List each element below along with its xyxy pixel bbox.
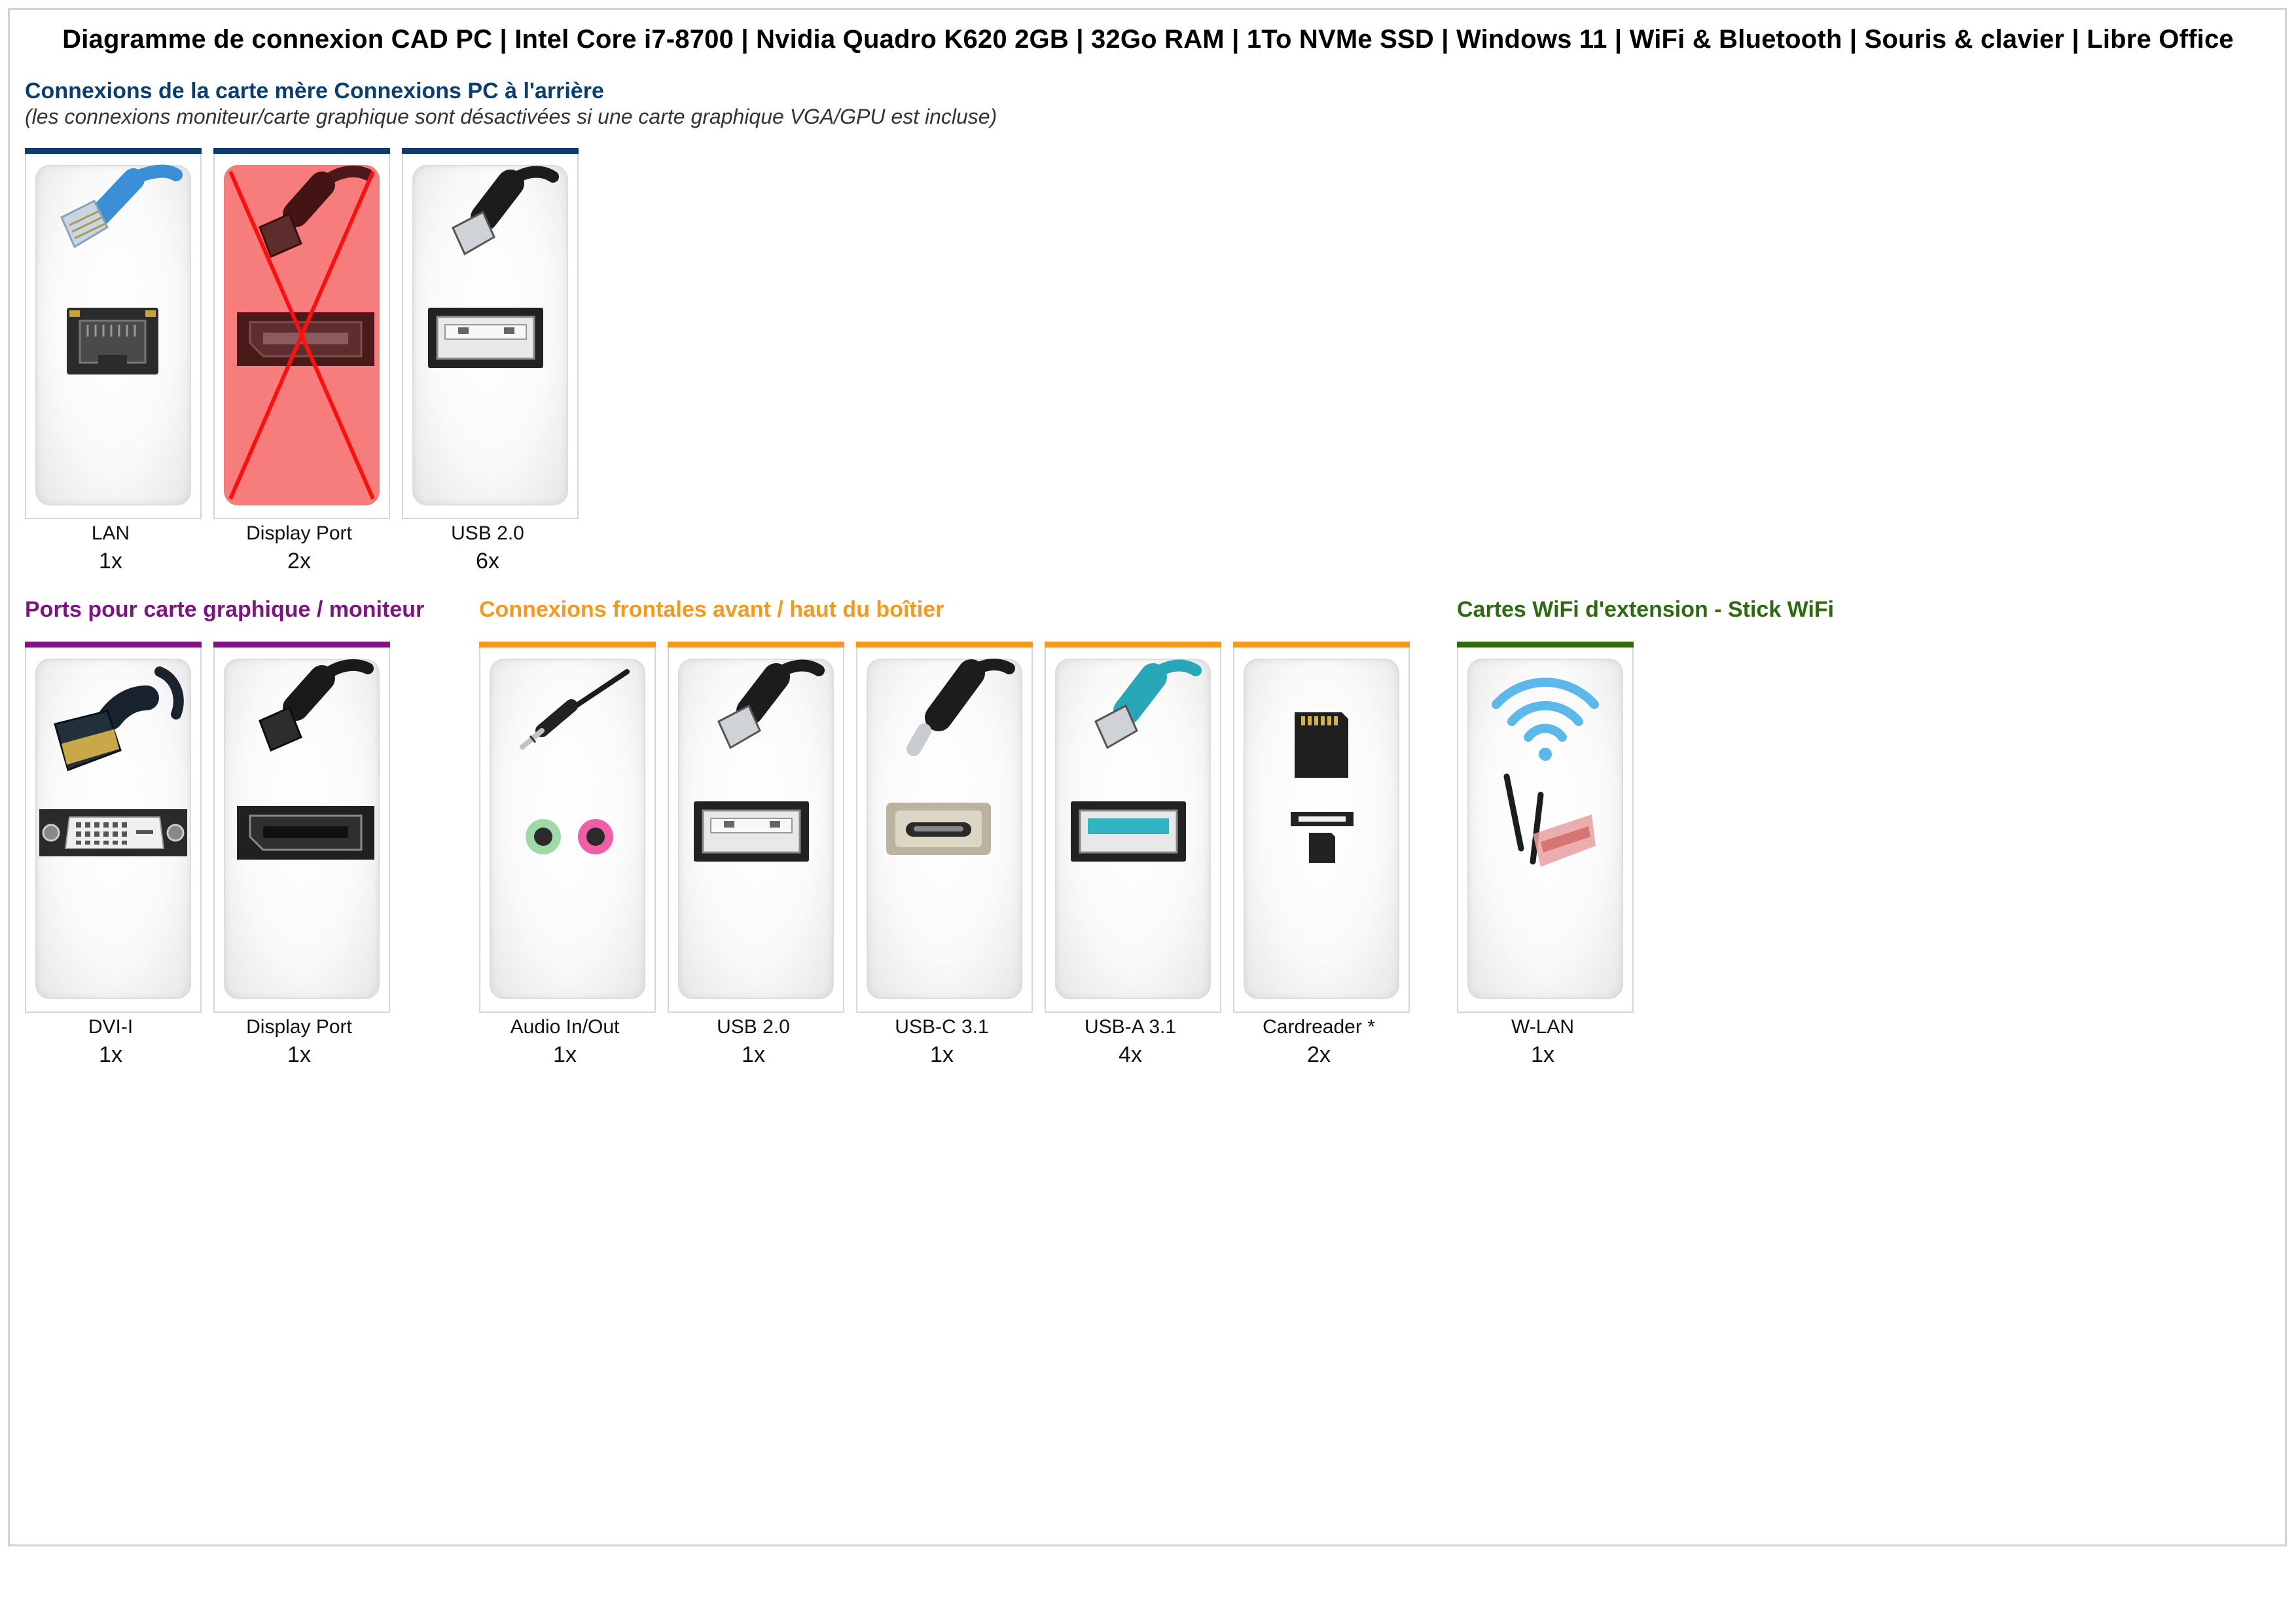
port-card-usb2-rear (402, 148, 579, 519)
dvi-icon (39, 666, 187, 856)
port-count-lan: 1x (99, 549, 122, 574)
port-label-usbc: USB-C 3.1 (895, 1016, 989, 1038)
port-label-displayport-gpu: Display Port (246, 1016, 352, 1038)
section-color-bar (25, 642, 202, 647)
port-count-displayport: 2x (287, 549, 311, 574)
port-card-wlan (1457, 642, 1634, 1013)
port-card-displayport-disabled (213, 148, 390, 519)
usb-2-icon (428, 166, 559, 368)
port-label-cardreader: Cardreader * (1263, 1016, 1375, 1038)
displayport-icon (237, 659, 374, 860)
port-count-usb2-rear: 6x (476, 549, 499, 574)
port-label-audio: Audio In/Out (510, 1016, 620, 1038)
port-card-usba3 (1045, 642, 1221, 1013)
port-card-dvi (25, 642, 202, 1013)
port-card-lan (25, 148, 202, 519)
section-color-bar (1457, 642, 1634, 647)
section-color-bar (213, 148, 390, 154)
port-count-usbc: 1x (930, 1042, 954, 1067)
page-title: Diagramme de connexion CAD PC | Intel Co… (62, 25, 2234, 54)
port-label-wlan: W-LAN (1511, 1016, 1575, 1038)
port-label-usb2-front: USB 2.0 (717, 1016, 790, 1038)
section-color-bar (479, 642, 656, 647)
usb-a-3-icon (1071, 659, 1202, 862)
port-label-usb2-rear: USB 2.0 (451, 522, 524, 544)
section-color-bar (213, 642, 390, 647)
usb-c-icon (886, 659, 1015, 855)
port-count-displayport-gpu: 1x (287, 1042, 311, 1067)
section-title-graphics: Ports pour carte graphique / moniteur (25, 597, 425, 622)
port-card-audio (479, 642, 656, 1013)
disabled-cross-icon (228, 170, 375, 500)
section-color-bar (25, 148, 202, 154)
port-count-usb2-front: 1x (742, 1042, 765, 1067)
port-card-cardreader (1233, 642, 1410, 1013)
port-count-dvi: 1x (99, 1042, 122, 1067)
wifi-icon (1492, 678, 1599, 867)
section-color-bar (1233, 642, 1410, 647)
port-count-cardreader: 2x (1307, 1042, 1331, 1067)
port-label-lan: LAN (91, 522, 130, 544)
section-color-bar (402, 148, 579, 154)
section-color-bar (1045, 642, 1221, 647)
port-label-dvi: DVI-I (88, 1016, 134, 1038)
section-title-front: Connexions frontales avant / haut du boî… (479, 597, 944, 622)
port-card-usb2-front (668, 642, 844, 1013)
section-color-bar (668, 642, 844, 647)
port-label-usba3: USB-A 3.1 (1084, 1016, 1177, 1038)
port-label-displayport: Display Port (246, 522, 352, 544)
sd-card-icon (1291, 712, 1354, 863)
port-tile (1467, 659, 1623, 999)
section-color-bar (856, 642, 1033, 647)
audio-jack-icon (520, 669, 630, 854)
port-count-wlan: 1x (1531, 1042, 1554, 1067)
usb-2-icon (694, 659, 825, 862)
lan-icon (60, 164, 183, 374)
port-count-audio: 1x (553, 1042, 577, 1067)
port-card-usbc (856, 642, 1033, 1013)
port-count-usba3: 4x (1119, 1042, 1142, 1067)
section-subtitle-motherboard: (les connexions moniteur/carte graphique… (25, 105, 997, 128)
port-card-displayport-gpu (213, 642, 390, 1013)
section-title-motherboard: Connexions de la carte mère Connexions P… (25, 79, 604, 103)
section-title-wifi: Cartes WiFi d'extension - Stick WiFi (1457, 597, 1835, 622)
